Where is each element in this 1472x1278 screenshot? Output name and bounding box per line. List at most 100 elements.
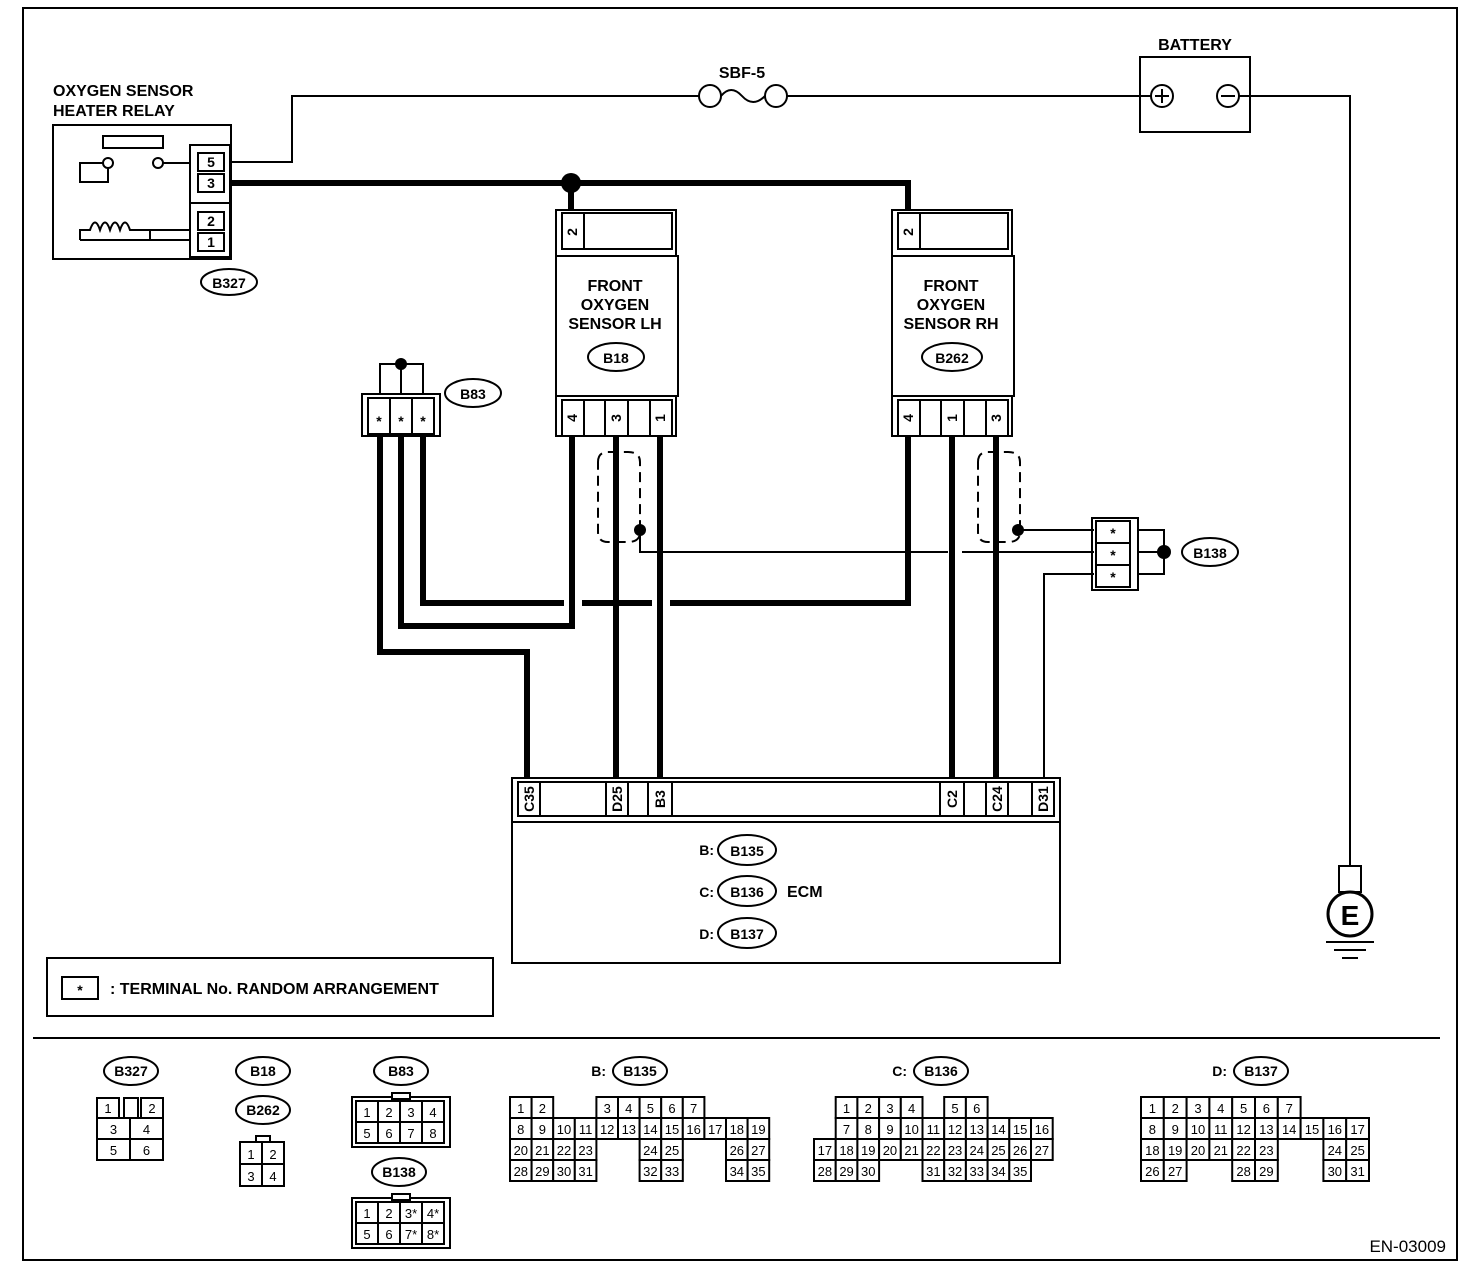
view-b262-badge: B262 [246,1102,280,1118]
view-b18-cell: 1 [247,1147,254,1162]
b138-pin-a: * [1110,525,1116,541]
view-b137-cell: 3 [1194,1101,1201,1116]
view-b135-cell: 8 [517,1122,524,1137]
view-b136-cell: 35 [1013,1164,1027,1179]
b83-pin-a: * [376,413,382,429]
view-b136-cell: 10 [904,1122,918,1137]
sensor-lh-line2: OXYGEN [581,297,649,314]
view-b136-cell: 22 [926,1143,940,1158]
view-b135-prefix: B: [591,1063,606,1079]
wire-b138-d31 [1043,573,1094,778]
b138-pin-c: * [1110,569,1116,585]
fuse-label: SBF-5 [719,65,765,82]
relay-connector-label: B327 [212,275,246,291]
view-b83-cell: 8 [429,1126,436,1141]
view-b137-cell: 25 [1350,1143,1364,1158]
view-b136-cell: 2 [865,1101,872,1116]
sensor-lh-pin-3: 3 [608,414,624,422]
view-b137-cell: 15 [1305,1122,1319,1137]
ecm-conn-b136: B136 [730,884,764,900]
view-b135-badge: B135 [623,1063,657,1079]
view-b137-cell: 4 [1217,1101,1224,1116]
ecm-term-d25: D25 [609,786,625,812]
sensor-lh: 2 FRONT OXYGEN SENSOR LH B18 4 3 1 [555,209,679,437]
view-b137-cell: 6 [1263,1101,1270,1116]
wire-rh4-b83-right [670,436,911,606]
view-b327-cell: 5 [110,1143,117,1158]
view-b136-cell: 14 [991,1122,1005,1137]
sensor-lh-body [555,255,679,397]
view-b135-cell: 31 [578,1164,592,1179]
view-b136-cell: 33 [970,1164,984,1179]
battery: BATTERY [1139,37,1251,133]
view-b135-cell: 20 [514,1143,528,1158]
view-b135-cell: 16 [686,1122,700,1137]
view-b137-cell: 31 [1350,1164,1364,1179]
view-b137-cell: 20 [1191,1143,1205,1158]
view-b136-cell: 9 [886,1122,893,1137]
view-b136-cell: 23 [948,1143,962,1158]
view-b83-cell: 7 [407,1126,414,1141]
view-b18-cell: 4 [269,1169,276,1184]
view-b135-cell: 21 [535,1143,549,1158]
view-b136-cell: 27 [1035,1143,1049,1158]
view-b136-cell: 4 [908,1101,915,1116]
view-b327-cell: 1 [104,1101,111,1116]
view-b83-cell: 2 [385,1105,392,1120]
view-b137-cell: 18 [1145,1143,1159,1158]
view-b135-cell: 26 [730,1143,744,1158]
ecm-term-c24: C24 [989,786,1005,812]
view-b135-cell: 34 [730,1164,744,1179]
sensor-rh: 2 FRONT OXYGEN SENSOR RH B262 4 1 3 [891,209,1015,437]
relay-contact-right [152,157,164,169]
ecm-term-c35: C35 [521,786,537,812]
ecm-body [511,821,1061,964]
view-b137-cell: 10 [1191,1122,1205,1137]
fuse-link-icon [720,89,766,103]
view-b136-cell: 26 [1013,1143,1027,1158]
view-b135-cell: 4 [625,1101,632,1116]
sensor-rh-top-pin: 2 [900,228,916,236]
view-b137-cell: 1 [1149,1101,1156,1116]
heater-relay: OXYGEN SENSOR HEATER RELAY 5 3 2 1 B327 [52,83,258,296]
shield-lh [597,451,641,543]
view-b135-cell: 33 [665,1164,679,1179]
view-b135-cell: 9 [539,1122,546,1137]
view-b136-cell: 34 [991,1164,1005,1179]
view-b135-cell: 35 [751,1164,765,1179]
view-b136-cell: 16 [1035,1122,1049,1137]
view-b136-cell: 32 [948,1164,962,1179]
view-b137-prefix: D: [1212,1063,1227,1079]
view-b18-cell: 2 [269,1147,276,1162]
b138-pin-b: * [1110,547,1116,563]
view-b135-cell: 13 [622,1122,636,1137]
splice-dot [561,173,581,193]
relay-pin-1: 1 [207,234,215,250]
view-b135-cell: 22 [557,1143,571,1158]
view-b136-cell: 5 [951,1101,958,1116]
view-b138-cell: 2 [385,1206,392,1221]
view-b18-cell: 3 [247,1169,254,1184]
view-b137-cell: 9 [1172,1122,1179,1137]
view-b137-cell: 28 [1236,1164,1250,1179]
view-b137-cell: 19 [1168,1143,1182,1158]
view-b136-cell: 24 [970,1143,984,1158]
view-b83-cell: 3 [407,1105,414,1120]
relay-coil-icon [79,221,193,241]
view-b136-cell: 30 [861,1164,875,1179]
ecm-term-d31: D31 [1035,786,1051,812]
view-b136-cell: 7 [843,1122,850,1137]
relay-pin-3: 3 [207,175,215,191]
view-b137-cell: 24 [1328,1143,1342,1158]
view-b136-cell: 20 [883,1143,897,1158]
view-b135-cell: 1 [517,1101,524,1116]
view-b135-cell: 18 [730,1122,744,1137]
view-b327-cell: 2 [148,1101,155,1116]
view-b135-cell: 10 [557,1122,571,1137]
view-b135-cell: 7 [690,1101,697,1116]
ground-icon [1326,890,1374,938]
relay-title-line1: OXYGEN SENSOR [53,83,194,100]
view-b137-cell: 27 [1168,1164,1182,1179]
legend-text: : TERMINAL No. RANDOM ARRANGEMENT [110,981,439,998]
